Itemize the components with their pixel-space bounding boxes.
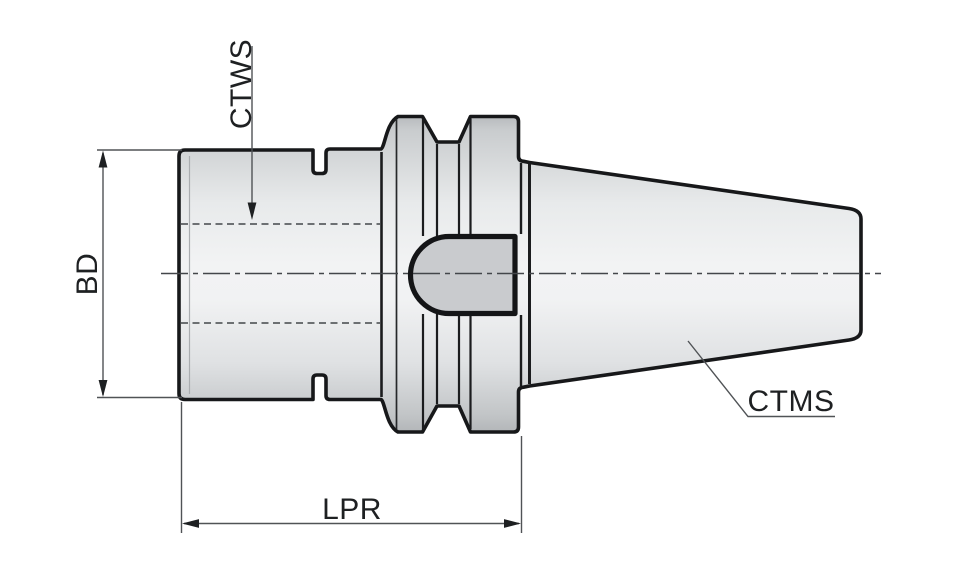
label-bd: BD <box>71 253 104 296</box>
lpr-arrow-left <box>182 519 199 528</box>
ctms-leader-line <box>687 340 835 418</box>
ctms-annotation: CTMS <box>687 340 835 418</box>
label-ctms: CTMS <box>748 385 835 418</box>
bd-dimension: BD <box>71 149 182 399</box>
bd-arrow-down <box>98 380 108 397</box>
lpr-arrow-right <box>504 519 521 528</box>
bd-arrow-up <box>98 150 108 168</box>
label-lpr: LPR <box>322 493 382 526</box>
ctws-arrow <box>247 202 257 220</box>
ctws-annotation: CTWS <box>225 39 258 220</box>
lpr-dimension: LPR <box>180 402 523 533</box>
label-ctws: CTWS <box>225 39 258 129</box>
retention-slot <box>407 233 518 317</box>
